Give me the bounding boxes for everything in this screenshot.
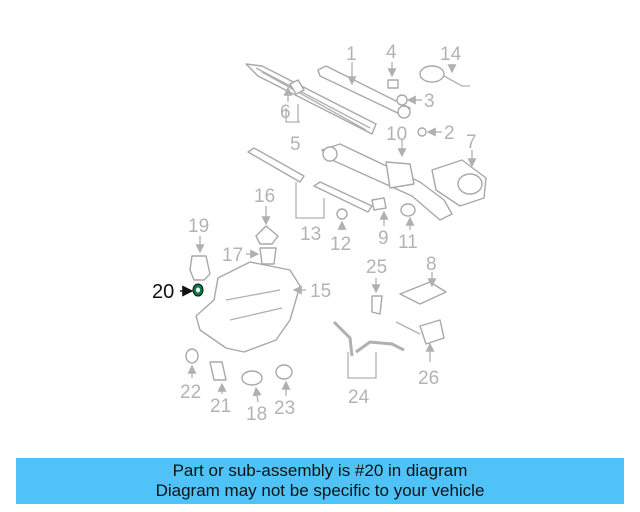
callout-20: 20	[152, 281, 174, 303]
filler-cap-drawing	[255, 225, 279, 245]
connector-drawing	[419, 65, 470, 87]
leader-lines	[180, 62, 477, 403]
callout-14: 14	[440, 44, 462, 65]
callout-labels: 1 2 3 4 5 6 7 8 9 10 11 12 13 14 15 16 1…	[152, 42, 477, 425]
wiper-arm-drawing	[317, 65, 411, 119]
nozzle-drawing	[371, 295, 383, 315]
caption-line-2: Diagram may not be specific to your vehi…	[155, 481, 485, 500]
washer-drawing	[417, 127, 427, 137]
clip-drawing	[336, 208, 348, 220]
seal-23-drawing	[275, 364, 293, 380]
callout-24: 24	[348, 387, 370, 408]
callout-4: 4	[386, 42, 397, 63]
seal-22-drawing	[185, 348, 199, 364]
drive-rod-drawing	[247, 147, 305, 183]
callout-25: 25	[366, 257, 387, 278]
callout-3: 3	[424, 91, 435, 112]
hose-drawing	[332, 320, 405, 357]
washer-reservoir-drawing	[195, 261, 301, 353]
callout-1: 1	[346, 44, 357, 65]
grommet-drawing	[400, 203, 416, 217]
wiper-motor-drawing	[431, 159, 487, 207]
caption-line-1: Part or sub-assembly is #20 in diagram	[172, 461, 468, 480]
jet-drawing	[399, 281, 447, 305]
callout-10: 10	[386, 124, 407, 145]
callout-6: 6	[280, 102, 291, 123]
strainer-drawing	[259, 247, 277, 265]
callout-13: 13	[300, 224, 321, 245]
callout-22: 22	[180, 382, 201, 403]
callout-12: 12	[330, 234, 351, 255]
callout-11: 11	[398, 232, 418, 253]
callout-17: 17	[222, 245, 243, 266]
callout-21: 21	[210, 396, 231, 417]
callout-9: 9	[378, 228, 389, 249]
callout-8: 8	[426, 254, 437, 275]
link-rod-drawing	[313, 181, 373, 213]
bushing-drawing	[371, 197, 387, 211]
callout-2: 2	[444, 123, 455, 144]
callout-16: 16	[254, 186, 275, 207]
callout-15: 15	[310, 281, 331, 302]
callout-5: 5	[290, 134, 301, 155]
wiper-linkage-drawing	[321, 143, 453, 221]
washer-pump-drawing	[189, 255, 211, 281]
callout-18: 18	[246, 404, 267, 425]
callout-19: 19	[188, 216, 209, 237]
hose-fitting-drawing	[395, 319, 445, 345]
cap-drawing	[387, 79, 399, 89]
callout-26: 26	[418, 368, 439, 389]
seal-18-drawing	[241, 370, 263, 386]
grommet-20-drawing	[192, 283, 204, 297]
wiper-blade-drawing	[245, 63, 377, 135]
sensor-drawing	[209, 361, 227, 381]
callout-7: 7	[466, 132, 477, 153]
parts-diagram: 1 2 3 4 5 6 7 8 9 10 11 12 13 14 15 16 1…	[152, 42, 487, 425]
nut-drawing	[396, 94, 408, 106]
caption-banner: Part or sub-assembly is #20 in diagram D…	[16, 458, 624, 504]
callout-23: 23	[274, 398, 295, 419]
